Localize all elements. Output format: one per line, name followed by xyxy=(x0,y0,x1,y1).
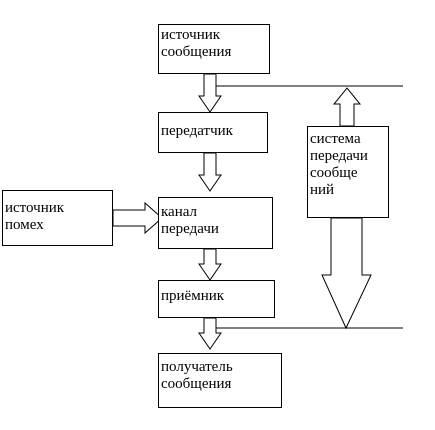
recipient-label-line2: сообщения xyxy=(161,376,232,392)
source-label-line2: сообщения xyxy=(161,44,232,60)
arrow-transmitter-to-channel xyxy=(198,152,222,192)
source-label-line1: источник xyxy=(161,27,221,43)
source-box: источник сообщения xyxy=(158,24,270,74)
transmitter-box: передатчик xyxy=(158,112,268,153)
receiver-label: приёмник xyxy=(161,288,225,304)
recipient-label-line1: получатель xyxy=(161,359,233,375)
arrow-channel-to-receiver xyxy=(198,248,222,281)
system-label-line1: система xyxy=(310,131,361,147)
noise-source-box: источник помех xyxy=(2,190,113,246)
system-label-line2: передачи xyxy=(310,148,368,164)
system-label-line3: сообще xyxy=(310,165,358,181)
receiver-box: приёмник xyxy=(158,280,275,318)
transmitter-label: передатчик xyxy=(161,123,233,139)
channel-label-line2: передачи xyxy=(161,221,219,237)
channel-label-line1: канал xyxy=(161,204,198,220)
system-up-arrow xyxy=(332,87,362,127)
transmission-system-box: система передачи сообще ний xyxy=(307,126,389,218)
noise-label-line2: помех xyxy=(5,217,44,233)
arrow-source-to-transmitter xyxy=(198,73,222,113)
channel-box: канал передачи xyxy=(158,197,273,249)
arrow-receiver-to-recipient xyxy=(198,317,222,350)
system-label-line4: ний xyxy=(310,182,335,198)
arrow-noise-to-channel xyxy=(112,201,163,235)
recipient-box: получатель сообщения xyxy=(158,353,282,408)
system-down-arrow xyxy=(321,217,372,330)
noise-label-line1: источник xyxy=(5,200,65,216)
